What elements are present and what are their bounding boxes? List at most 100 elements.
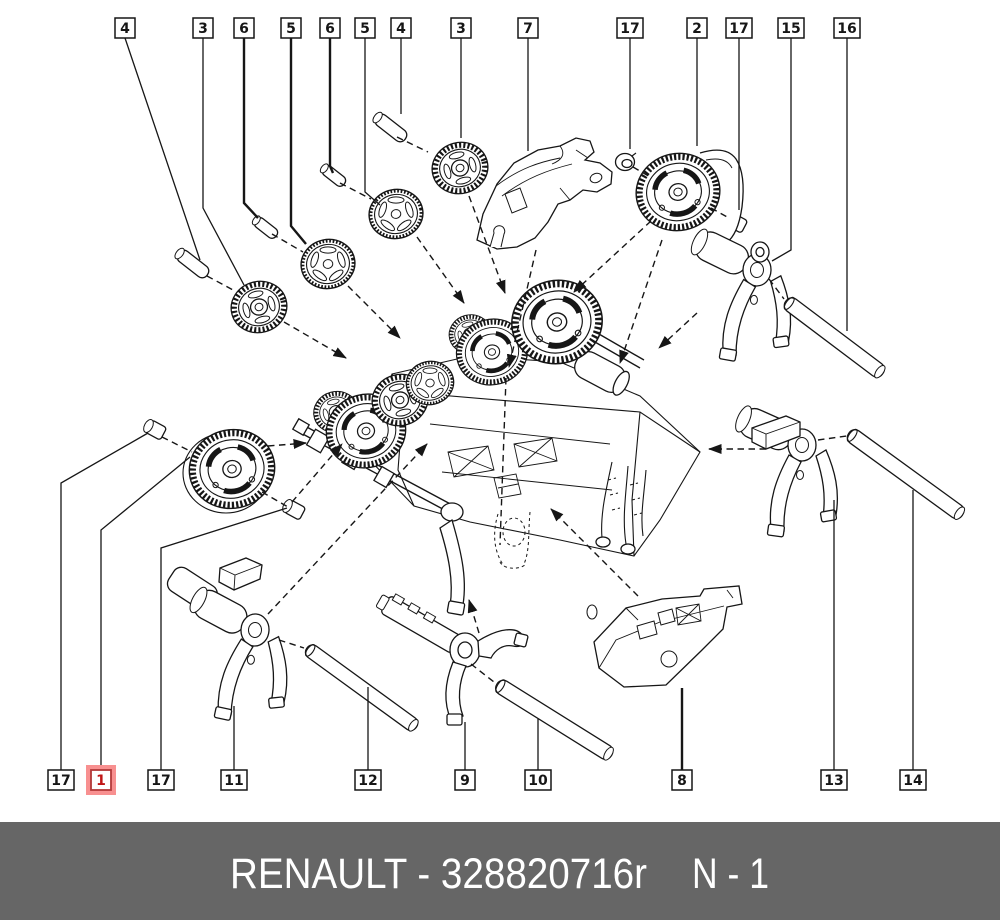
- callout-11[interactable]: 11: [220, 706, 248, 791]
- callout-6[interactable]: 6: [319, 17, 341, 174]
- callout-number: 3: [456, 21, 466, 37]
- callout-box[interactable]: [686, 17, 708, 39]
- callout-box[interactable]: [319, 17, 341, 39]
- fork-rod-12: [304, 644, 419, 732]
- selector-plate-7: [476, 137, 613, 250]
- callout-leader-line: [60, 432, 149, 770]
- shift-fork-13: [731, 402, 839, 538]
- callout-number: 10: [528, 773, 548, 789]
- callout-17[interactable]: 17: [147, 507, 288, 791]
- callout-number: 14: [903, 773, 923, 789]
- callout-leader-line: [771, 38, 792, 262]
- callout-3[interactable]: 3: [450, 17, 472, 138]
- callout-box[interactable]: [833, 17, 861, 39]
- callout-1[interactable]: 1: [86, 456, 191, 795]
- callout-box[interactable]: [899, 769, 927, 791]
- callout-number: 6: [325, 21, 335, 37]
- callout-box[interactable]: [114, 17, 136, 39]
- callout-3[interactable]: 3: [192, 17, 245, 286]
- callout-number: 11: [224, 773, 243, 789]
- callout-17[interactable]: 17: [616, 17, 644, 149]
- callout-13[interactable]: 13: [820, 500, 848, 791]
- callout-number: 13: [824, 773, 843, 789]
- snap-ring-17-top: [614, 152, 637, 172]
- callout-box[interactable]: [354, 769, 382, 791]
- callout-number: 17: [620, 21, 639, 37]
- footer-brand-reference: RENAULT - 328820716r: [230, 850, 647, 898]
- callout-number: 12: [358, 773, 377, 789]
- callout-16[interactable]: 16: [833, 17, 861, 331]
- callout-12[interactable]: 12: [354, 687, 382, 791]
- callout-number: 17: [729, 21, 748, 37]
- callout-box[interactable]: [390, 17, 412, 39]
- callout-number: 17: [51, 773, 70, 789]
- fork-rod-14: [846, 428, 966, 520]
- callout-number: 1: [96, 773, 106, 789]
- callout-leader-line: [242, 38, 259, 219]
- callout-17[interactable]: 17: [47, 432, 149, 791]
- callout-number: 8: [677, 773, 687, 789]
- callout-5[interactable]: 5: [280, 17, 307, 245]
- callout-number: 9: [460, 773, 470, 789]
- callout-number: 16: [837, 21, 856, 37]
- callout-box[interactable]: [616, 17, 644, 39]
- callout-leader-line: [124, 37, 201, 261]
- callout-box[interactable]: [725, 17, 753, 39]
- gearbox-housing-assembly: [291, 272, 701, 616]
- callout-2[interactable]: 2: [686, 17, 708, 146]
- callout-9[interactable]: 9: [454, 722, 476, 791]
- callout-number: 5: [360, 21, 370, 37]
- footer-bar-rect: [0, 822, 1000, 920]
- callout-box[interactable]: [820, 769, 848, 791]
- callout-box[interactable]: [90, 769, 112, 791]
- callout-box[interactable]: [517, 17, 539, 39]
- callout-leader-line: [160, 507, 288, 770]
- callout-number: 4: [120, 21, 130, 37]
- callout-4[interactable]: 4: [114, 17, 201, 261]
- callout-box[interactable]: [47, 769, 75, 791]
- assembly-direction-arrows: [161, 136, 848, 683]
- callout-box[interactable]: [220, 769, 248, 791]
- callout-box[interactable]: [777, 17, 805, 39]
- callout-5[interactable]: 5: [354, 17, 381, 206]
- callout-8[interactable]: 8: [671, 688, 693, 791]
- callout-number: 17: [151, 773, 170, 789]
- callout-17[interactable]: 17: [725, 17, 753, 210]
- callout-number: 7: [523, 21, 533, 37]
- footer-page-number: N - 1: [692, 850, 769, 898]
- callout-number: 5: [286, 21, 296, 37]
- callout-leader-line: [100, 456, 191, 770]
- callout-box[interactable]: [233, 17, 255, 39]
- reverse-lever-bracket-8: [586, 585, 743, 688]
- fork-rod-16: [783, 296, 886, 379]
- callout-leader-line: [328, 38, 335, 174]
- callout-14[interactable]: 14: [899, 490, 927, 791]
- callout-box[interactable]: [524, 769, 552, 791]
- callout-box[interactable]: [671, 769, 693, 791]
- callout-leader-line: [289, 38, 307, 245]
- exploded-view-artwork: [141, 109, 966, 761]
- callout-box[interactable]: [354, 17, 376, 39]
- shift-fork-11: [166, 557, 294, 725]
- output-shaft-boss: [574, 351, 630, 396]
- callout-box[interactable]: [147, 769, 175, 791]
- shift-fork-9: [375, 593, 529, 726]
- callout-4[interactable]: 4: [390, 17, 412, 114]
- callout-10[interactable]: 10: [524, 719, 552, 791]
- callout-leader-line: [364, 38, 381, 206]
- callout-number: 6: [239, 21, 249, 37]
- callout-15[interactable]: 15: [771, 17, 805, 262]
- callout-number: 2: [692, 21, 702, 37]
- callout-box[interactable]: [280, 17, 302, 39]
- callout-box[interactable]: [192, 17, 214, 39]
- callout-6[interactable]: 6: [233, 17, 259, 219]
- callout-7[interactable]: 7: [517, 17, 539, 151]
- callout-box[interactable]: [454, 769, 476, 791]
- callout-box[interactable]: [450, 17, 472, 39]
- fork-rod-10: [495, 679, 614, 761]
- callout-number: 15: [781, 21, 800, 37]
- footer-bar: RENAULT - 328820716r N - 1: [0, 822, 1000, 920]
